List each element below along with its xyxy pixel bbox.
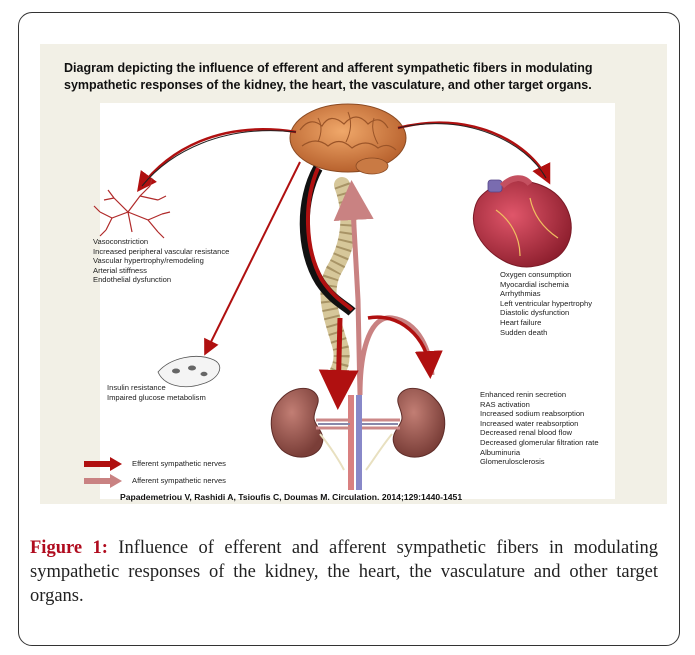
list-item: Sudden death — [500, 328, 592, 338]
list-item: Increased peripheral vascular resistance — [93, 247, 229, 257]
blood-vessel-icon — [94, 178, 170, 238]
figure-caption: Figure 1: Influence of efferent and affe… — [30, 536, 658, 608]
list-item: Decreased renal blood flow — [480, 428, 599, 438]
list-item: Arrhythmias — [500, 289, 592, 299]
list-item: Increased sodium reabsorption — [480, 409, 599, 419]
caption-label: Figure 1: — [30, 538, 108, 558]
list-item: Increased water reabsorption — [480, 419, 599, 429]
list-item: Myocardial ischemia — [500, 280, 592, 290]
afferent-ascending-arrow — [352, 190, 360, 395]
list-item: RAS activation — [480, 400, 599, 410]
list-item: Diastolic dysfunction — [500, 308, 592, 318]
list-item: Oxygen consumption — [500, 270, 592, 280]
list-item: Endothelial dysfunction — [93, 275, 229, 285]
left-kidney-icon — [271, 388, 323, 457]
brain-icon — [290, 104, 406, 174]
heart-icon — [473, 178, 571, 267]
kidney-effects-list: Enhanced renin secretion RAS activation … — [480, 390, 599, 467]
heart-effects-list: Oxygen consumption Myocardial ischemia A… — [500, 270, 592, 337]
right-kidney-icon — [393, 388, 445, 457]
efferent-kidney-arrow — [338, 318, 340, 400]
citation: Papademetriou V, Rashidi A, Tsioufis C, … — [120, 492, 462, 502]
efferent-heart-arrow — [398, 123, 548, 180]
renal-vessels-icon — [316, 395, 400, 490]
legend-afferent-label: Afferent sympathetic nerves — [132, 476, 226, 485]
vasculature-effects-list: Vasoconstriction Increased peripheral va… — [93, 237, 229, 285]
list-item: Albuminuria — [480, 448, 599, 458]
list-item: Impaired glucose metabolism — [107, 393, 206, 403]
metabolic-effects-list: Insulin resistance Impaired glucose meta… — [107, 383, 206, 402]
list-item: Enhanced renin secretion — [480, 390, 599, 400]
list-item: Decreased glomerular filtration rate — [480, 438, 599, 448]
list-item: Vascular hypertrophy/remodeling — [93, 256, 229, 266]
legend-efferent-label: Efferent sympathetic nerves — [132, 459, 226, 468]
list-item: Arterial stiffness — [93, 266, 229, 276]
list-item: Heart failure — [500, 318, 592, 328]
afferent-loop — [360, 318, 432, 395]
caption-text: Influence of efferent and afferent sympa… — [30, 538, 658, 606]
list-item: Insulin resistance — [107, 383, 206, 393]
list-item: Glomerulosclerosis — [480, 457, 599, 467]
legend-efferent-arrow — [84, 457, 122, 471]
legend-afferent-arrow — [84, 474, 122, 488]
list-item: Left ventricular hypertrophy — [500, 299, 592, 309]
list-item: Vasoconstriction — [93, 237, 229, 247]
